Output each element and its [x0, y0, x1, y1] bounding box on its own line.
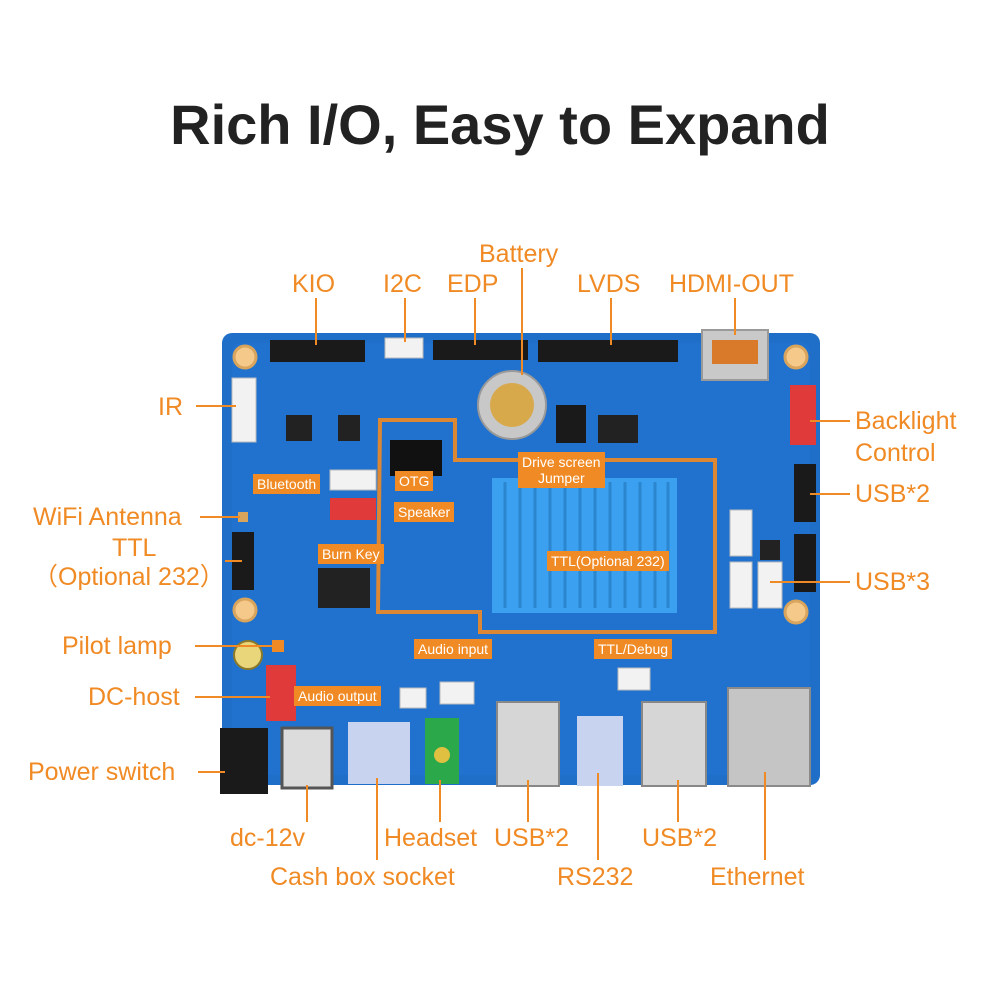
bluetooth-board-label: Bluetooth [253, 474, 321, 495]
usb2-right-label: USB*2 [855, 480, 931, 508]
usb2-bottom-left-port [496, 701, 560, 787]
otg-connector [329, 469, 377, 491]
pilot-lamp-label: Pilot lamp [62, 632, 172, 660]
headset-label: Headset [384, 824, 478, 852]
audio-input-board-label: Audio input [414, 639, 493, 660]
usb2-bottom-left-label: USB*2 [494, 824, 570, 852]
backlight-connector [790, 385, 816, 445]
ttl-debug-connector [617, 667, 651, 691]
dc-host-label: DC-host [88, 683, 180, 711]
chip [318, 568, 370, 608]
dc-12v-jack [280, 726, 334, 790]
mounting-hole [232, 344, 258, 370]
hdmi-port [712, 340, 758, 364]
edp-header [433, 340, 528, 360]
page-title: Rich I/O, Easy to Expand [170, 93, 830, 156]
ttl-header-left [232, 532, 254, 590]
audio-output-board-label: Audio output [294, 686, 381, 707]
kio-label: KIO [292, 270, 336, 298]
chip [760, 540, 780, 560]
backlight-control-label-line1: Backlight [855, 407, 957, 435]
wifi-antenna-pad [238, 512, 248, 522]
dc-host-connector [266, 665, 296, 721]
battery-label: Battery [479, 240, 559, 268]
usb2-bottom-right-port [641, 701, 707, 787]
usb2-bottom-right-label: USB*2 [642, 824, 718, 852]
ttl-label-line2: （Optional 232） [33, 563, 225, 591]
speaker-connector [330, 498, 376, 520]
chip [338, 415, 360, 441]
dc-12v-label: dc-12v [230, 824, 306, 852]
speaker-board-label: Speaker [394, 502, 455, 523]
heatsink-fins [503, 482, 670, 608]
wifi-antenna-label: WiFi Antenna [33, 503, 182, 531]
chip [390, 440, 442, 476]
ethernet-label: Ethernet [710, 863, 805, 891]
chip [286, 415, 312, 441]
usb3-right-label: USB*3 [855, 568, 931, 596]
mounting-hole [783, 344, 809, 370]
pilot-lamp-led [272, 640, 284, 652]
cash-box-socket [348, 722, 410, 784]
i2c-label: I2C [383, 270, 422, 298]
mounting-hole [783, 599, 809, 625]
heatsink [492, 478, 677, 613]
drive-screen-line1: Drive screen [522, 454, 601, 470]
ttl-optional-board-label: TTL(Optional 232) [547, 551, 669, 572]
power-switch-label: Power switch [28, 758, 176, 786]
drive-screen-jumper-board-label: Drive screen Jumper [518, 452, 605, 489]
power-switch [220, 728, 268, 794]
mounting-hole [232, 597, 258, 623]
ir-connector [231, 377, 257, 443]
rs232-label: RS232 [557, 863, 634, 891]
chip [598, 415, 638, 443]
usb3-header-right [794, 534, 816, 592]
leader-lines [195, 268, 850, 860]
burn-key-board-label: Burn Key [318, 544, 384, 565]
capacitor [233, 640, 263, 670]
kio-header [270, 340, 365, 362]
ttl-label-line1: TTL [112, 534, 157, 562]
usb-connector [729, 509, 753, 557]
battery-cell-top [490, 383, 534, 427]
board-trace-outline [375, 418, 717, 634]
hdmi-out-label: HDMI-OUT [669, 270, 794, 298]
ir-label: IR [158, 393, 183, 421]
usb2-header-right [794, 464, 816, 522]
lvds-header [538, 340, 678, 362]
ethernet-port [727, 687, 811, 787]
drive-screen-line2: Jumper [537, 470, 585, 487]
rs232-port [577, 716, 623, 786]
drive-screen-jumper [556, 405, 586, 443]
cash-box-socket-label: Cash box socket [270, 863, 455, 891]
usb-connector [757, 561, 783, 609]
edp-label: EDP [447, 270, 499, 298]
audio-input-connector [439, 681, 475, 705]
ttl-debug-board-label: TTL/Debug [594, 639, 673, 660]
usb-connector [729, 561, 753, 609]
audio-output-connector [399, 687, 427, 709]
backlight-control-label-line2: Control [855, 439, 936, 467]
lvds-label: LVDS [577, 270, 641, 298]
headset-jack-hole [434, 747, 450, 763]
otg-board-label: OTG [395, 471, 434, 492]
